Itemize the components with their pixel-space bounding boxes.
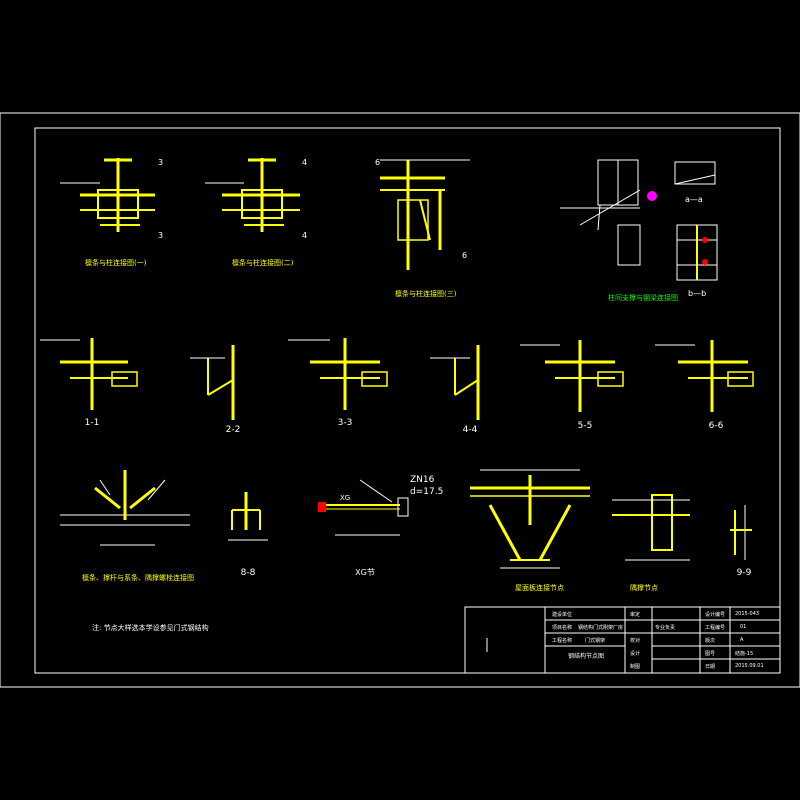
detail-5-purlin-bracing: 檩条、撑杆与系条、隅撑螺栓连接图 [60,470,194,582]
detail-5-title: 檩条、撑杆与系条、隅撑螺栓连接图 [82,573,194,582]
detail-4-title: 柱间支撑与钢梁连接图 [608,293,678,302]
section-1-1: 1-1 [40,338,138,428]
detail-6-roof-connection: 屋面板连接节点 [470,469,590,592]
detail-xg: XG ZN16 d=17.5 XG节 [318,475,443,577]
xg-label: XG [340,494,350,502]
section-5-5: 5-5 [520,340,624,431]
section-label-1-1: 1-1 [85,418,100,428]
section-label-3-3: 3-3 [338,418,353,428]
detail-2-purlin-column-connection: 4 4 檩条与柱连接图(二) [205,158,307,267]
detail-3-title: 檩条与柱连接图(三) [395,289,457,298]
detail-2-title: 檩条与柱连接图(二) [232,258,294,267]
xg-spec-1: ZN16 [410,475,435,485]
sheet-note: 注: 节点大样选本学设参见门式钢结构 [92,623,209,632]
section-4-4: 4-4 [430,345,480,435]
detail-7-knee-brace: 隅撑节点 [612,494,690,592]
detail-4-bracing-beam: a—a b—b 柱间支撑与钢梁连接图 [560,159,718,302]
section-8-8: 8-8 [228,492,268,578]
accent-marker [647,191,657,201]
svg-text:3: 3 [158,231,163,240]
section-label-8-8: 8-8 [241,568,256,578]
detail-6-title: 屋面板连接节点 [515,583,564,592]
svg-text:6: 6 [375,158,380,167]
bb-label: b—b [688,289,706,298]
section-9-9: 9-9 [730,505,752,578]
title-block [464,606,781,674]
detail-3-purlin-column-connection: 6 6 檩条与柱连接图(三) [375,158,470,298]
section-3-3: 3-3 [288,338,388,428]
section-label-5-5: 5-5 [578,421,593,431]
outer-frame [0,112,800,688]
svg-text:4: 4 [302,231,307,240]
detail-7-title: 隅撑节点 [630,583,658,592]
section-label-4-4: 4-4 [463,425,478,435]
xg-spec-2: d=17.5 [410,487,443,497]
aa-label: a—a [685,195,703,204]
svg-text:3: 3 [158,158,163,167]
detail-1-title: 檩条与柱连接图(一) [85,258,147,267]
section-6-6: 6-6 [655,340,754,431]
svg-text:4: 4 [302,158,307,167]
section-label-2-2: 2-2 [226,425,241,435]
section-2-2: 2-2 [190,345,240,435]
xg-title: XG节 [355,568,375,577]
section-label-9-9: 9-9 [737,568,752,578]
svg-text:6: 6 [462,251,467,260]
detail-1-purlin-column-connection: 3 3 檩条与柱连接图(一) [60,158,163,267]
inner-frame [34,127,781,674]
section-label-6-6: 6-6 [709,421,724,431]
